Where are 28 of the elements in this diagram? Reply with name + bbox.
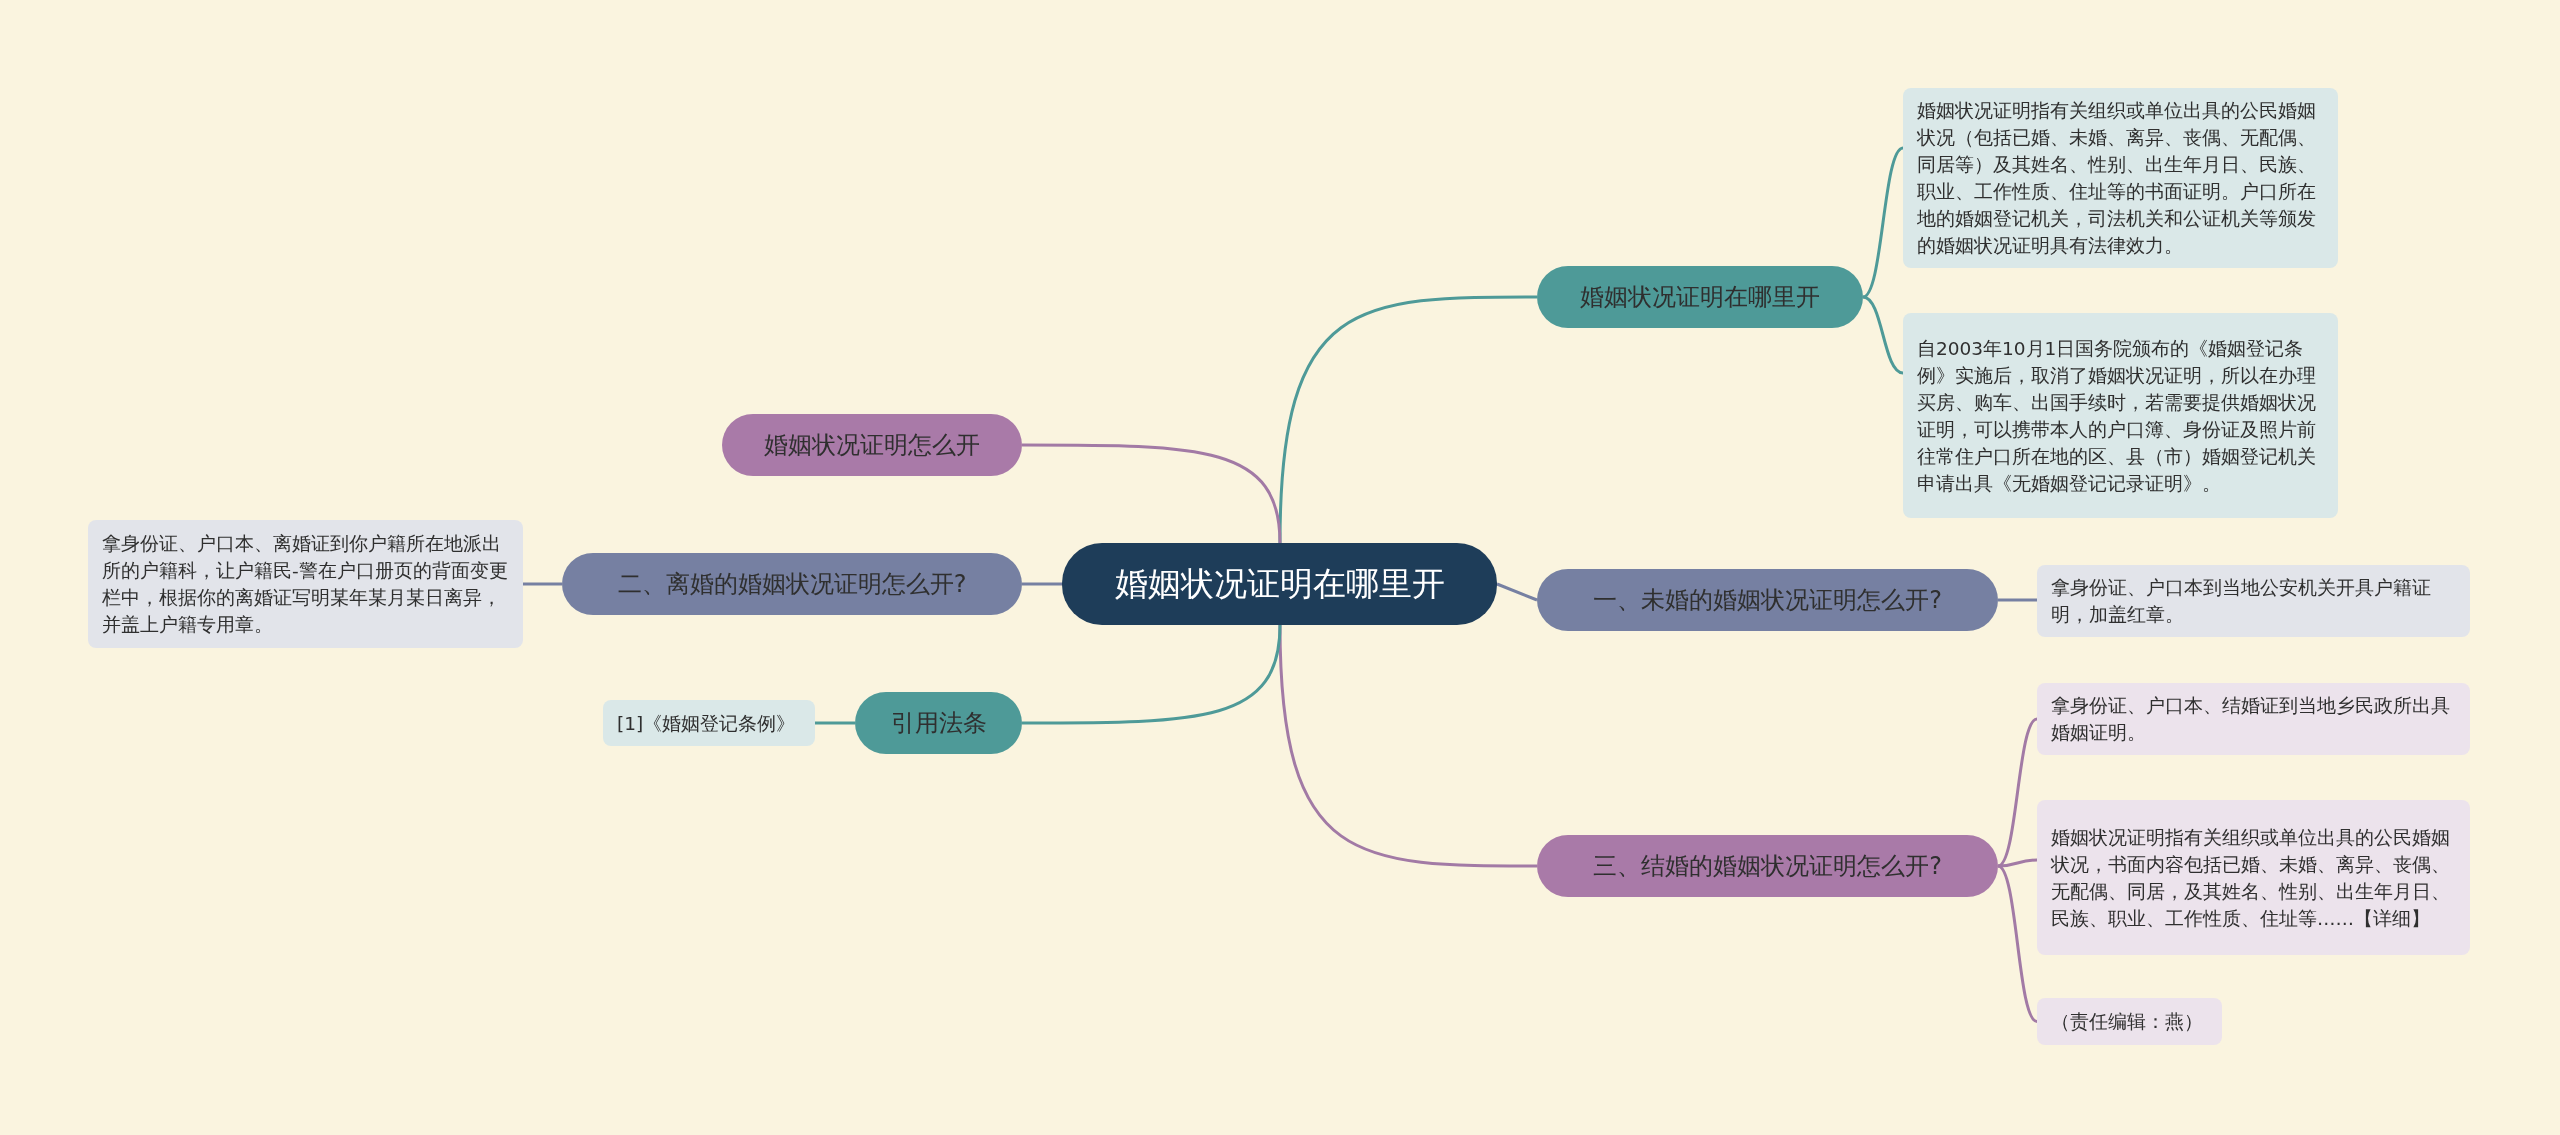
note-box: 拿身份证、户口本、结婚证到当地乡民政所出具婚姻证明。	[2037, 683, 2470, 755]
connector-line	[1862, 146, 1904, 299]
topic-pill: 二、离婚的婚姻状况证明怎么开?	[562, 553, 1022, 615]
connector-line	[1997, 858, 2038, 868]
topic-pill: 三、结婚的婚姻状况证明怎么开?	[1537, 835, 1998, 897]
note-box: （责任编辑：燕）	[2037, 998, 2222, 1045]
topic-pill: 婚姻状况证明在哪里开	[1537, 266, 1863, 328]
note-box: 婚姻状况证明指有关组织或单位出具的公民婚姻状况，书面内容包括已婚、未婚、离异、丧偶、无配偶、同居，及其姓名、性别、出生年月日、民族、职业、工作性质、住址等……【详细】	[2037, 800, 2470, 955]
note-box: 拿身份证、户口本到当地公安机关开具户籍证明，加盖红章。	[2037, 565, 2470, 637]
topic-pill: 引用法条	[855, 692, 1022, 754]
connector-line	[1997, 864, 2038, 1023]
topic-pill: 一、未婚的婚姻状况证明怎么开?	[1537, 569, 1998, 631]
note-box: 拿身份证、户口本、离婚证到你户籍所在地派出所的户籍科，让户籍民-警在户口册页的背面变更栏中，根据你的离婚证写明某年某月某日离异，并盖上户籍专用章。	[88, 520, 523, 648]
connector-line	[523, 582, 562, 586]
note-box: 婚姻状况证明指有关组织或单位出具的公民婚姻状况（包括已婚、未婚、离异、丧偶、无配偶、同居等）及其姓名、性别、出生年月日、民族、职业、工作性质、住址等的书面证明。户口所在地的婚姻登记机关，司法机关和公证机关等颁发的婚姻状况证明具有法律效力。	[1903, 88, 2338, 268]
connector-line	[1998, 598, 2037, 602]
connector-line	[1862, 295, 1904, 375]
note-box: [1]《婚姻登记条例》	[603, 700, 815, 746]
connector-line	[1278, 295, 1537, 544]
central-topic: 婚姻状况证明在哪里开	[1062, 543, 1497, 625]
note-box: 自2003年10月1日国务院颁布的《婚姻登记条例》实施后，取消了婚姻状况证明，所以在办理买房、购车、出国手续时，若需要提供婚姻状况证明，可以携带本人的户口簿、身份证及照片前往常住户口所在地的区、县（市）婚姻登记机关申请出具《无婚姻登记记录证明》。	[1903, 313, 2338, 518]
topic-pill: 婚姻状况证明怎么开	[722, 414, 1022, 476]
connector-line	[1022, 443, 1282, 544]
connector-line	[1496, 582, 1538, 602]
connector-line	[1278, 624, 1537, 868]
connector-line	[1022, 582, 1062, 586]
connector-line	[1022, 624, 1282, 725]
connector-line	[815, 721, 855, 725]
